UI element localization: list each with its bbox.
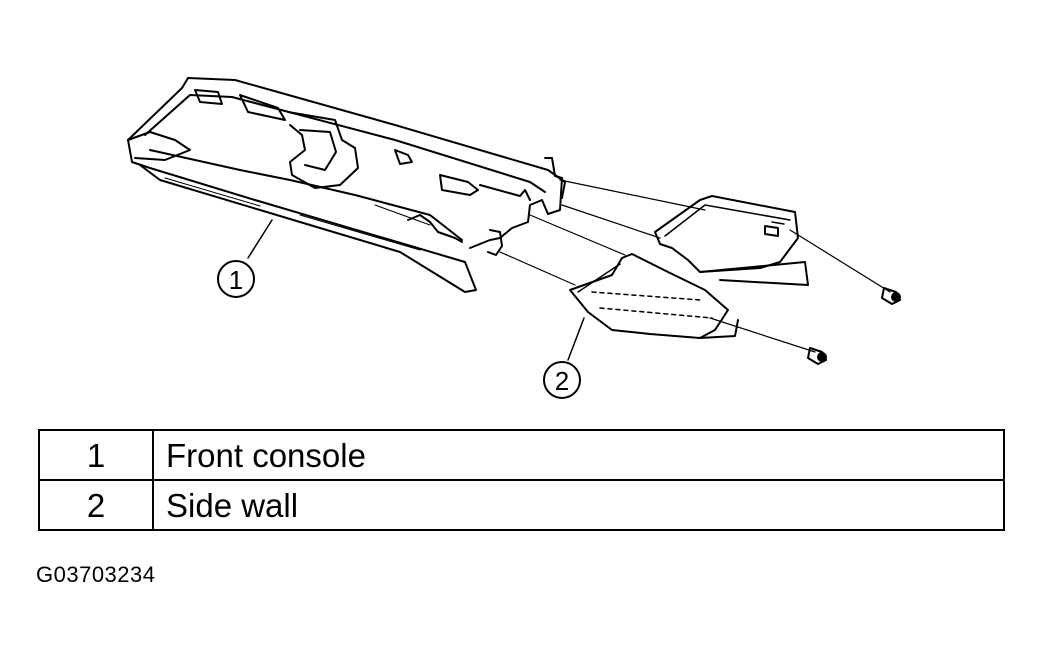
legend-number: 2: [38, 479, 154, 531]
legend-label: Front console: [152, 429, 1005, 481]
legend-label: Side wall: [152, 479, 1005, 531]
exploded-view-diagram: 1 2: [127, 77, 901, 399]
screw-icon: [807, 347, 827, 365]
alignment-lines: [499, 179, 891, 353]
callout-2-number: 2: [555, 366, 569, 396]
side-wall-upper-part: [654, 195, 809, 286]
legend-number: 1: [38, 429, 154, 481]
callout-1-number: 1: [229, 265, 243, 295]
front-console-part: [127, 77, 566, 293]
callout-1: 1: [217, 219, 273, 298]
side-wall-lower-part: [569, 253, 739, 339]
callout-2: 2: [543, 317, 585, 399]
table-row: 1 Front console: [38, 429, 1005, 481]
screw-icon: [881, 287, 901, 305]
figure-id: G03703234: [36, 562, 156, 587]
parts-legend-table: 1 Front console 2 Side wall: [38, 429, 1005, 531]
table-row: 2 Side wall: [38, 479, 1005, 531]
